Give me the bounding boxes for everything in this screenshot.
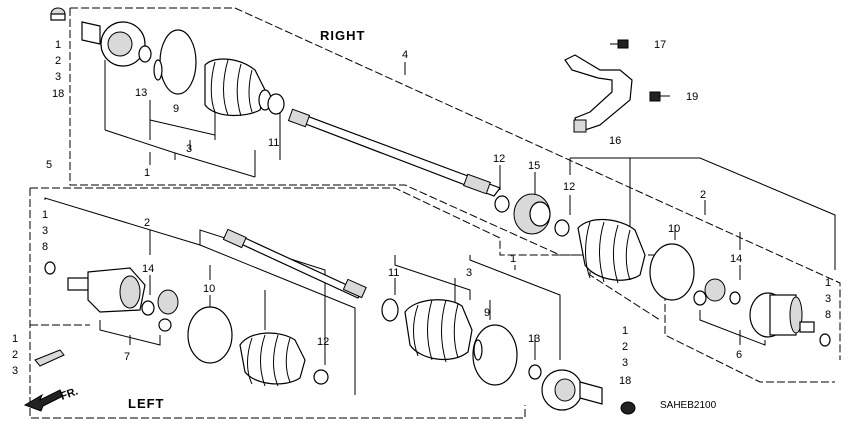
- pin-bracket-left: [34, 349, 65, 367]
- right-boot-band-large: [153, 29, 197, 95]
- callout-1-right: 1: [144, 167, 150, 179]
- callout-14-left: 14: [142, 263, 154, 275]
- callout-15: 15: [528, 160, 540, 172]
- callout-4: 4: [402, 49, 408, 61]
- callout-3-left-outer: 3: [466, 267, 472, 279]
- leader-lines: [44, 60, 836, 395]
- nut-18-bottom: [620, 401, 636, 415]
- callout-14-right: 14: [730, 253, 742, 265]
- callout-3-bottom: 3: [622, 357, 628, 369]
- left-tripod-spider: [141, 289, 179, 332]
- callout-1-left: 1: [42, 209, 48, 221]
- diagram-code: SAHEB2100: [660, 400, 717, 411]
- callout-3: 3: [55, 71, 61, 83]
- right-inner-boot: [577, 218, 646, 284]
- right-small-clamp: [267, 93, 285, 115]
- flange-bolt-17: [610, 39, 629, 49]
- left-half-shaft: [222, 228, 367, 299]
- left-title: LEFT: [128, 396, 165, 411]
- dynamic-damper-15: [513, 193, 551, 235]
- callout-3-right-inboard: 3: [825, 293, 831, 305]
- right-outer-boot: [204, 58, 272, 117]
- callout-8-right-inboard: 8: [825, 309, 831, 321]
- left-shaft-group-outline: [29, 187, 661, 419]
- left-outer-joint: [541, 369, 603, 411]
- callout-9: 9: [173, 103, 179, 115]
- left-inboard-joint: [67, 267, 146, 313]
- right-shaft-group-outline: [69, 7, 841, 383]
- right-set-ring-12: [494, 195, 510, 213]
- callout-11-left: 11: [388, 267, 399, 279]
- left-small-clamp: [381, 298, 399, 322]
- callout-1: 1: [55, 39, 61, 51]
- right-title: RIGHT: [320, 28, 365, 43]
- callout-1-right-inboard: 1: [825, 277, 831, 289]
- callout-11-right: 11: [268, 137, 279, 149]
- callout-18: 18: [52, 88, 64, 100]
- callout-9-left: 9: [484, 307, 490, 319]
- flange-bolt-19: [649, 91, 670, 102]
- callout-6: 6: [736, 349, 742, 361]
- left-inner-boot: [239, 332, 306, 387]
- left-circlip-13: [528, 364, 542, 380]
- callout-18-bottom: 18: [619, 375, 631, 387]
- callout-19: 19: [686, 91, 698, 103]
- callout-13-left: 13: [528, 333, 540, 345]
- callout-12-left: 12: [317, 336, 329, 348]
- callout-7: 7: [124, 351, 130, 363]
- right-tripod-spider: [693, 278, 741, 306]
- callout-3-bl: 3: [12, 365, 18, 377]
- callout-17: 17: [654, 39, 666, 51]
- front-direction-arrow: [23, 389, 64, 412]
- callout-1-bottom: 1: [622, 325, 628, 337]
- callout-10-right: 10: [668, 223, 680, 235]
- front-label: FR.: [59, 385, 80, 402]
- callout-13: 13: [135, 87, 147, 99]
- callout-12-right-a: 12: [493, 153, 505, 165]
- callout-8-left: 8: [42, 241, 48, 253]
- callout-12-right-b: 12: [563, 181, 575, 193]
- right-inner-boot-band: [649, 243, 695, 301]
- left-boot-band-large: [472, 324, 518, 386]
- right-inboard-joint: [749, 292, 831, 347]
- callout-16: 16: [609, 135, 621, 147]
- right-set-ring-12b: [554, 219, 570, 237]
- right-outer-joint: [81, 21, 152, 67]
- callout-2-bottom: 2: [622, 341, 628, 353]
- callout-2-bl: 2: [12, 349, 18, 361]
- right-half-shaft: [287, 108, 501, 197]
- left-outer-boot: [404, 299, 473, 363]
- left-set-ring-12: [313, 369, 329, 385]
- callout-1-left-outer: 1: [510, 253, 516, 265]
- callout-2-left: 2: [144, 217, 150, 229]
- callout-1-bl: 1: [12, 333, 18, 345]
- callout-5: 5: [46, 159, 52, 171]
- bearing-support-bracket: [564, 54, 633, 133]
- left-set-ring-8: [44, 261, 56, 275]
- callout-10-left: 10: [203, 283, 215, 295]
- left-inner-boot-band: [187, 306, 233, 364]
- callout-2: 2: [55, 55, 61, 67]
- callout-3-right: 3: [186, 143, 192, 155]
- nut-18-top: [50, 7, 66, 21]
- callout-2-right: 2: [700, 189, 706, 201]
- callout-3-left: 3: [42, 225, 48, 237]
